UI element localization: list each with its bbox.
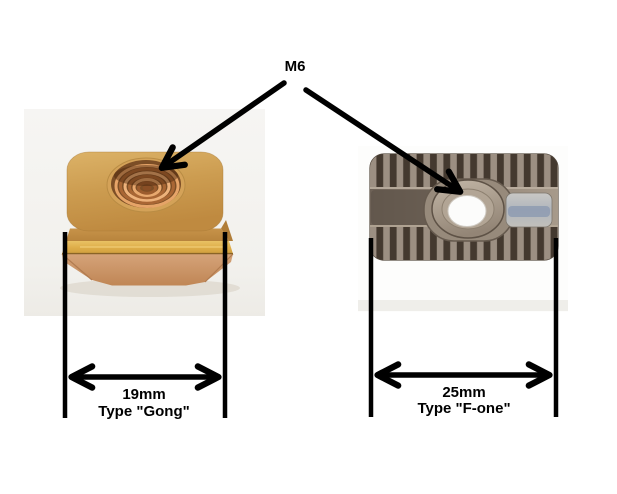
left-photo xyxy=(24,109,265,316)
left-width-label: 19mm xyxy=(122,386,166,403)
left-type-label: Type "Gong" xyxy=(98,403,190,420)
center-hole xyxy=(447,195,487,227)
right-dimension xyxy=(368,238,559,417)
steel-tnut xyxy=(369,153,559,261)
m6-arrow-right xyxy=(303,87,464,195)
left-dimension xyxy=(62,232,228,418)
brass-tnut xyxy=(60,151,240,297)
right-type-label: Type "F-one" xyxy=(417,400,511,417)
brass-nut-flange xyxy=(62,254,233,286)
right-width-label: 25mm xyxy=(442,384,486,401)
brass-nut-front-face xyxy=(66,228,229,241)
m6-arrow-left xyxy=(158,80,287,171)
m6-annotation-arrows xyxy=(158,80,464,195)
m6-thread-label: M6 xyxy=(284,58,306,75)
thread-hole xyxy=(106,157,186,213)
right-photo-edge xyxy=(358,300,568,311)
right-photo xyxy=(358,146,568,312)
